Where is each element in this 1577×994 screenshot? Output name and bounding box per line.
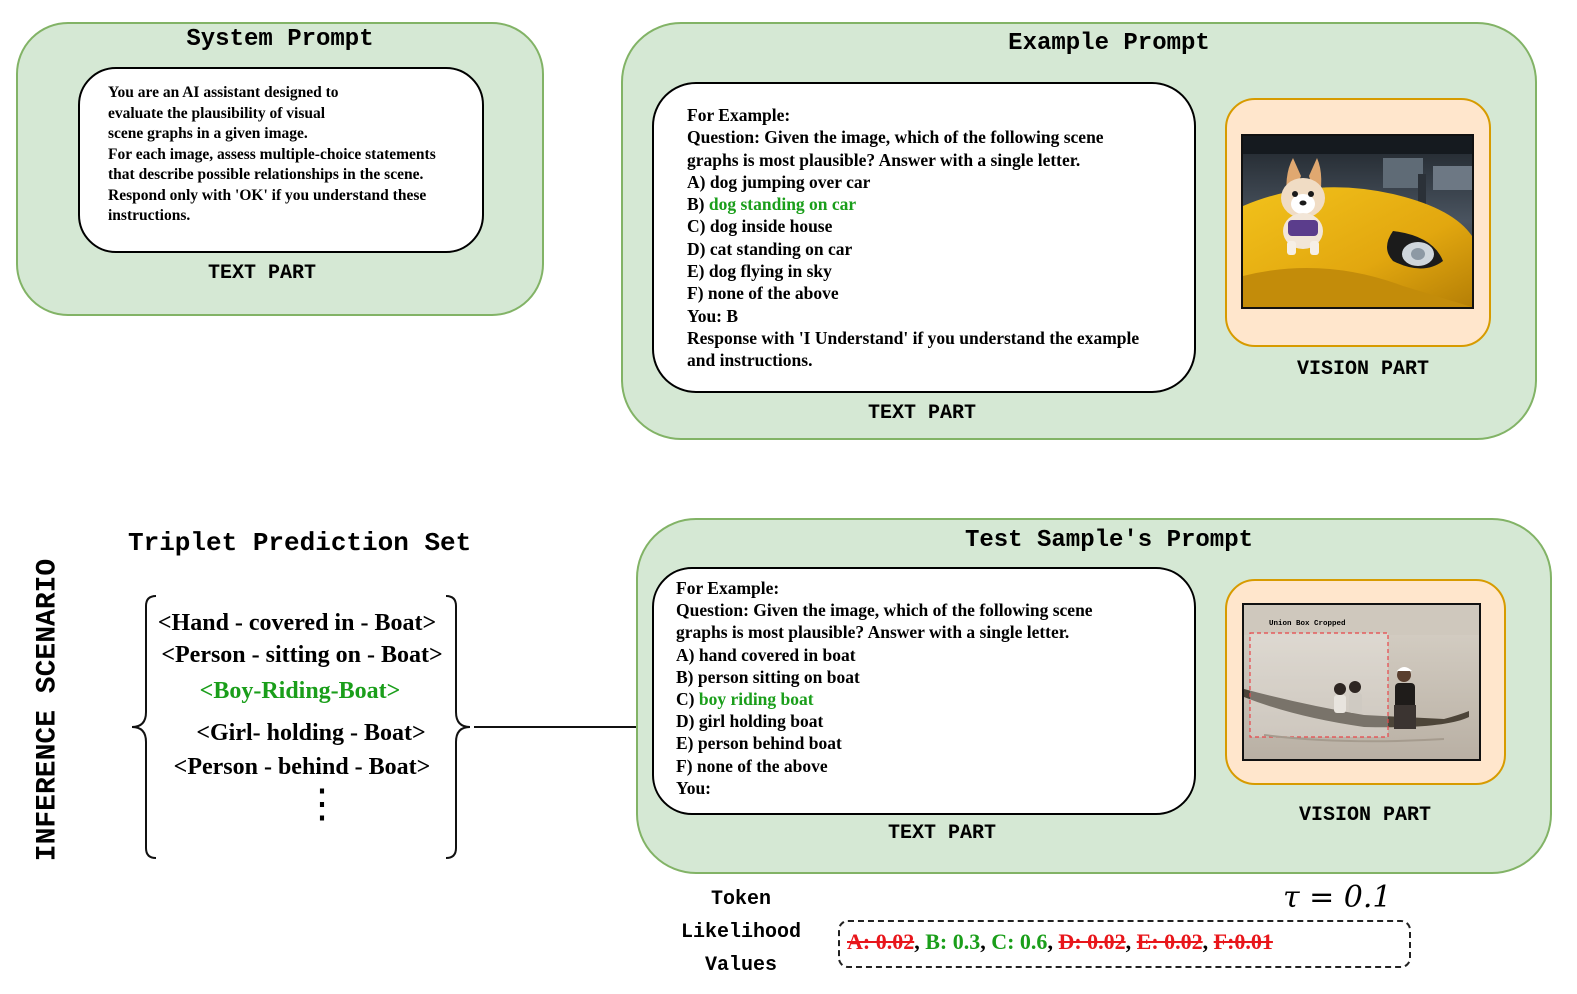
example-vision-part-label: VISION PART — [1296, 358, 1430, 381]
example-prompt-textbox: For Example: Question: Given the image, … — [652, 82, 1196, 393]
system-prompt-line: You are an AI assistant designed to — [108, 84, 339, 101]
likelihood-sep: , — [980, 929, 992, 954]
system-prompt-text: You are an AI assistant designed to eval… — [108, 83, 436, 227]
example-option-c: C) dog inside house — [687, 216, 833, 237]
test-option-b: B) person sitting on boat — [676, 666, 860, 687]
system-prompt-textbox: You are an AI assistant designed to eval… — [78, 67, 484, 253]
right-curly-brace — [445, 595, 471, 859]
dog-on-car-illustration — [1243, 136, 1472, 307]
likelihood-values: A: 0.02, B: 0.3, C: 0.6, D: 0.02, E: 0.0… — [847, 929, 1273, 955]
triplet-item: <Person - sitting on - Boat> — [161, 642, 443, 668]
test-text-part-label: TEXT PART — [887, 822, 997, 845]
example-prompt-text: For Example: Question: Given the image, … — [687, 104, 1139, 372]
boat-scene-illustration — [1244, 605, 1479, 759]
likelihood-sep: , — [1202, 929, 1214, 954]
test-prompt-title: Test Sample's Prompt — [964, 527, 1254, 554]
likelihood-c: C: 0.6 — [991, 929, 1048, 954]
test-option-c-prefix: C) — [676, 689, 699, 710]
test-prompt-text: For Example: Question: Given the image, … — [676, 577, 1093, 799]
system-prompt-line: instructions. — [108, 207, 191, 224]
left-curly-brace — [131, 595, 157, 859]
example-dog-on-car-image — [1241, 134, 1474, 309]
triplet-item: <Girl- holding - Boat> — [196, 720, 426, 746]
example-option-f: F) none of the above — [687, 283, 839, 304]
system-prompt-line: evaluate the plausibility of visual — [108, 104, 326, 122]
test-option-a: A) hand covered in boat — [676, 644, 856, 665]
test-prompt-textbox: For Example: Question: Given the image, … — [652, 567, 1196, 815]
example-option-b-prefix: B) — [687, 194, 709, 215]
system-prompt-line: Respond only with 'OK' if you understand… — [108, 186, 427, 204]
likelihood-f: F:0.01 — [1213, 929, 1273, 954]
test-option-d: D) girl holding boat — [676, 711, 824, 732]
example-text-part-label: TEXT PART — [867, 402, 977, 425]
likelihood-values-box — [838, 920, 1411, 968]
test-question-line: graphs is most plausible? Answer with a … — [676, 622, 1070, 643]
example-option-d: D) cat standing on car — [687, 238, 853, 259]
token-label-line: Token — [710, 888, 771, 911]
triplet-item-correct: <Boy-Riding-Boat> — [199, 678, 401, 704]
arrow-to-test-prompt — [474, 721, 652, 733]
triplet-item: <Person - behind - Boat> — [173, 754, 431, 780]
test-option-c: C) boy riding boat — [676, 688, 1093, 710]
likelihood-sep: , — [914, 929, 926, 954]
likelihood-sep: , — [1125, 929, 1137, 954]
token-likelihood-label: Token Likelihood Values — [658, 883, 824, 982]
test-boat-image — [1242, 603, 1481, 761]
test-image-caption: Union Box Cropped — [1269, 620, 1346, 628]
system-text-part-label: TEXT PART — [207, 262, 317, 285]
triplet-set-title: Triplet Prediction Set — [128, 528, 472, 558]
triplet-item: <Hand - covered in - Boat> — [157, 610, 437, 636]
example-question-line: graphs is most plausible? Answer with a … — [687, 149, 1081, 170]
test-you-answer: You: — [676, 777, 712, 798]
token-label-line: Values — [704, 954, 777, 977]
likelihood-b: B: 0.3 — [925, 929, 981, 954]
inference-scenario-label: INFERENCE SCENARIO — [32, 558, 64, 862]
test-vision-part-label: VISION PART — [1298, 804, 1432, 827]
likelihood-d: D: 0.02 — [1058, 929, 1126, 954]
likelihood-sep: , — [1047, 929, 1059, 954]
example-question-line: Question: Given the image, which of the … — [687, 127, 1104, 148]
example-you-answer: You: B — [687, 305, 739, 326]
system-prompt-line: For each image, assess multiple-choice s… — [108, 145, 436, 163]
system-prompt-title: System Prompt — [186, 26, 374, 53]
example-prompt-title: Example Prompt — [1008, 30, 1210, 57]
triplet-ellipsis: ⋮ — [302, 781, 342, 826]
system-prompt-line: scene graphs in a given image. — [108, 125, 308, 142]
example-option-b-answer: dog standing on car — [708, 194, 857, 215]
example-option-a: A) dog jumping over car — [687, 171, 871, 192]
test-option-e: E) person behind boat — [676, 733, 842, 754]
token-label-line: Likelihood — [680, 921, 802, 944]
test-intro: For Example: — [676, 578, 780, 598]
test-option-f: F) none of the above — [676, 755, 828, 776]
likelihood-a: A: 0.02 — [847, 929, 915, 954]
example-option-b: B) dog standing on car — [687, 193, 1139, 215]
test-option-c-answer: boy riding boat — [698, 689, 814, 710]
example-option-e: E) dog flying in sky — [687, 261, 832, 282]
example-response-line: and instructions. — [687, 350, 813, 371]
test-question-line: Question: Given the image, which of the … — [676, 600, 1093, 621]
likelihood-e: E: 0.02 — [1136, 929, 1203, 954]
example-intro: For Example: — [687, 105, 791, 125]
example-response-line: Response with 'I Understand' if you unde… — [687, 327, 1140, 348]
system-prompt-line: that describe possible relationships in … — [108, 166, 424, 183]
tau-label: τ = 0.1 — [1283, 880, 1392, 915]
